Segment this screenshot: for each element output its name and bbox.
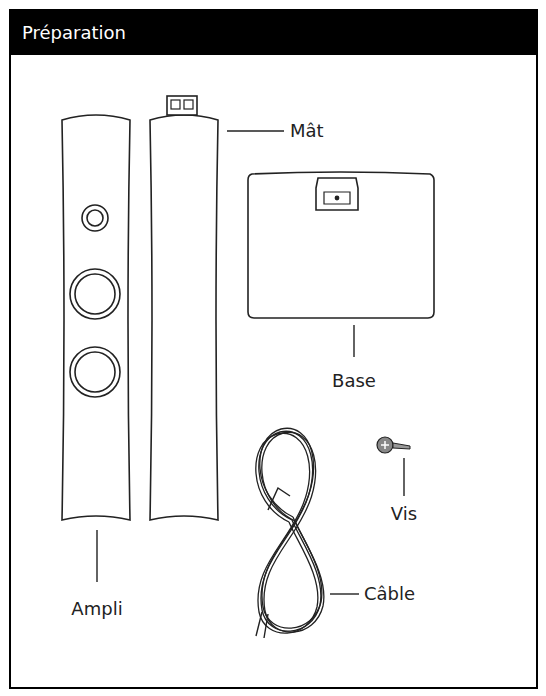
part-label: Ampli xyxy=(71,598,122,620)
base-plate xyxy=(248,172,434,318)
part-label: Base xyxy=(332,370,376,392)
part-label: Mât xyxy=(290,120,324,142)
title-bar: Préparation xyxy=(10,10,537,55)
frame xyxy=(10,10,537,688)
title: Préparation xyxy=(10,10,537,55)
leader-lines xyxy=(97,131,404,594)
speaker-amp xyxy=(62,115,130,520)
part-label: Vis xyxy=(391,503,417,525)
mast xyxy=(150,96,218,520)
cable-coil xyxy=(256,428,324,638)
part-label: Câble xyxy=(364,583,415,605)
screw xyxy=(377,437,410,453)
